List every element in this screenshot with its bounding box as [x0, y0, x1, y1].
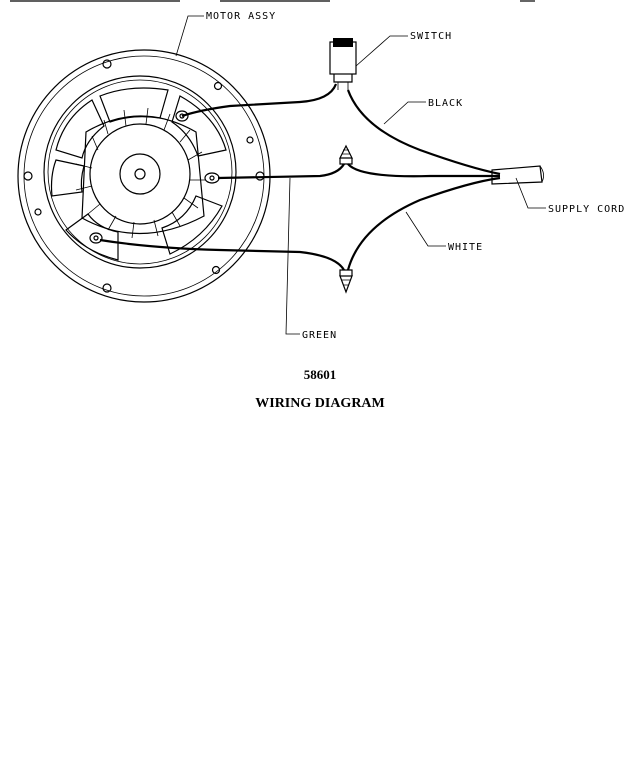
housing-window	[50, 159, 85, 197]
diagram-title: WIRING DIAGRAM	[255, 396, 385, 411]
mounting-hole	[213, 81, 223, 91]
rotor-hub	[119, 153, 161, 195]
housing-window	[171, 95, 227, 157]
mounting-hole	[255, 171, 265, 181]
wire-nut-top	[339, 144, 353, 165]
diagram-number: 58601	[303, 367, 337, 382]
leader-white	[405, 211, 446, 247]
supply-cord	[491, 165, 544, 185]
green-wire-cord	[347, 163, 500, 178]
motor-shaft	[134, 168, 146, 180]
mounting-hole	[102, 59, 112, 69]
wire-nut-bottom	[339, 269, 353, 294]
motor-lead-bottom	[99, 238, 345, 271]
label-motor-assy: MOTOR ASSY	[206, 11, 276, 22]
mounting-hole	[211, 265, 221, 275]
motor-housing	[43, 75, 237, 269]
label-supply-cord: SUPPLY CORD	[548, 204, 625, 215]
mounting-hole	[246, 136, 254, 144]
ground-terminal	[204, 172, 220, 184]
housing-window	[65, 213, 119, 261]
motor-assembly	[17, 49, 271, 303]
black-wire	[346, 89, 501, 176]
terminal-lug	[89, 232, 103, 244]
callout-leaders	[175, 15, 546, 335]
callout-labels: MOTOR ASSY SWITCH BLACK SUPPLY CORD WHIT…	[206, 11, 625, 341]
white-wire	[346, 176, 501, 271]
mounting-hole	[34, 208, 42, 216]
mounting-hole	[23, 171, 33, 181]
leader-supply-cord	[515, 177, 546, 209]
wires	[99, 83, 501, 271]
label-switch: SWITCH	[410, 31, 452, 42]
housing-window	[99, 87, 169, 123]
leader-black	[383, 101, 426, 125]
label-white: WHITE	[448, 242, 483, 253]
motor-lead-top	[181, 83, 338, 118]
green-wire-motor	[217, 163, 345, 180]
leader-motor-assy	[175, 15, 204, 57]
housing-window	[161, 195, 223, 255]
switch-rocker	[333, 38, 353, 47]
label-green: GREEN	[302, 330, 337, 341]
label-black: BLACK	[428, 98, 463, 109]
leader-switch	[355, 35, 408, 67]
stator	[75, 107, 206, 239]
rocker-switch	[329, 38, 357, 90]
leader-green	[285, 177, 300, 335]
mounting-hole	[102, 283, 112, 293]
terminal-lug	[175, 110, 189, 122]
